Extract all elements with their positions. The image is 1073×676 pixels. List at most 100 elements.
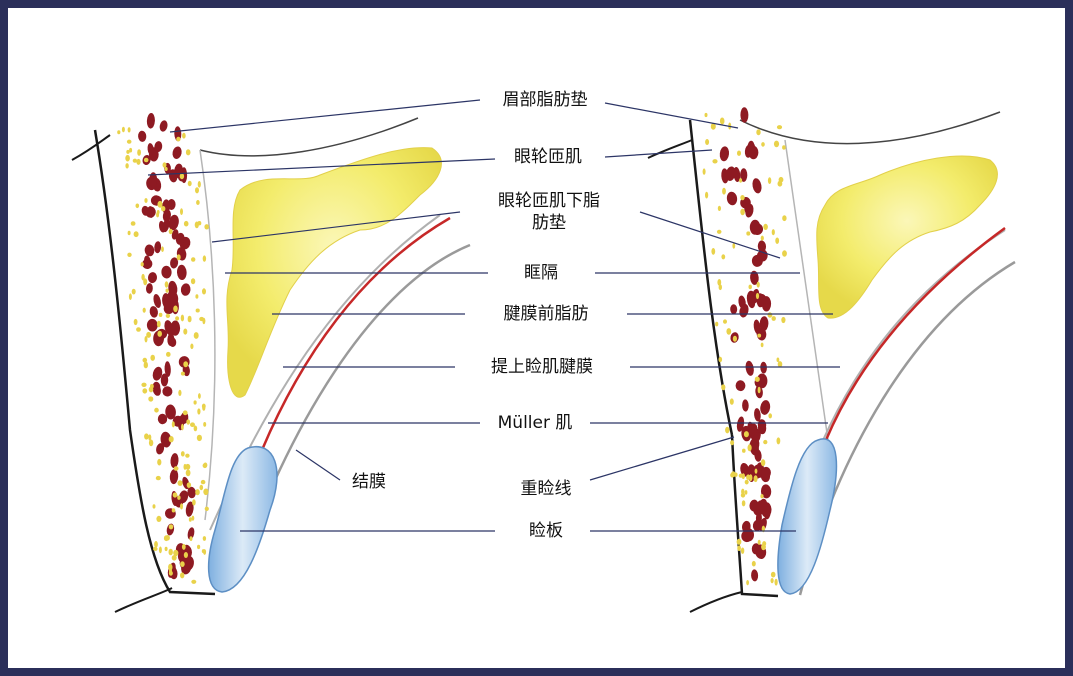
fat-dot	[154, 407, 159, 413]
muscle-fiber-dot	[164, 361, 171, 377]
muscle-fiber-dot	[747, 421, 755, 435]
fat-dot	[737, 150, 741, 156]
muscle-fiber-dot	[742, 399, 749, 412]
fat-dot	[162, 162, 167, 168]
muscle-fiber-dot	[741, 530, 753, 543]
fat-dot	[197, 221, 202, 226]
fat-dot	[204, 506, 209, 511]
fat-dot	[154, 541, 158, 548]
fat-dot	[131, 288, 136, 295]
leader-orbicularis-right	[604, 149, 713, 158]
fat-dot	[180, 503, 183, 510]
fat-dot	[754, 468, 758, 474]
fat-dot	[156, 320, 161, 328]
label-orbicularis-oculi: 眼轮匝肌	[514, 147, 582, 167]
fat-dot	[179, 173, 185, 180]
fat-dot	[755, 292, 760, 300]
fat-dot	[737, 545, 741, 552]
muscle-fiber-dot	[146, 318, 158, 332]
fat-dot	[168, 548, 173, 556]
muscle-fiber-dot	[157, 413, 168, 425]
fat-dot	[173, 305, 178, 313]
fat-dot	[202, 288, 206, 295]
leader-orbicularis-left	[147, 158, 496, 176]
muscle-fiber-dot	[759, 316, 769, 332]
fat-dot	[144, 198, 148, 203]
fat-dot	[740, 195, 745, 201]
fat-dot	[760, 494, 764, 499]
muscle-fiber-dot	[757, 240, 767, 253]
muscle-fiber-dot	[738, 295, 746, 309]
fat-dot	[186, 419, 191, 425]
muscle-fiber-dot	[759, 498, 768, 513]
muscle-fiber-dot	[159, 120, 168, 132]
fat-dot	[180, 561, 185, 567]
fat-dot	[717, 279, 722, 286]
fat-dot	[183, 220, 189, 227]
fat-dot	[143, 361, 148, 369]
left-orbital-septum	[199, 149, 216, 521]
fat-dot	[201, 403, 206, 409]
fat-dot	[776, 437, 781, 445]
muscle-fiber-dot	[756, 373, 768, 389]
fat-dot	[133, 318, 138, 326]
muscle-fiber-dot	[153, 294, 161, 308]
fat-dot	[176, 254, 181, 261]
muscle-fiber-dot	[160, 431, 172, 448]
fat-dot	[760, 342, 764, 348]
muscle-fiber-dot	[753, 432, 761, 443]
fat-dot	[180, 314, 185, 322]
fat-dot	[732, 335, 738, 342]
muscle-fiber-dot	[162, 295, 174, 310]
fat-dot	[133, 231, 139, 238]
fat-dot	[770, 571, 776, 578]
fat-dot	[191, 515, 195, 521]
fat-dot	[704, 112, 708, 118]
fat-dot	[198, 393, 201, 399]
muscle-fiber-dot	[760, 400, 771, 415]
fat-dot	[732, 242, 736, 249]
fat-dot	[767, 312, 773, 318]
muscle-fiber-dot	[144, 244, 155, 257]
muscle-fiber-dot	[721, 168, 729, 184]
fat-dot	[771, 229, 775, 236]
fat-dot	[188, 517, 192, 522]
fat-dot	[187, 180, 192, 187]
fat-dot	[117, 130, 121, 135]
fat-dot	[782, 215, 787, 222]
left-tarsal-plate	[207, 445, 278, 593]
fat-dot	[197, 544, 201, 550]
muscle-fiber-dot	[187, 486, 196, 499]
muscle-fiber-dot	[149, 172, 158, 188]
fat-dot	[749, 474, 753, 482]
muscle-fiber-dot	[165, 404, 176, 420]
label-suborbicularis-fat-line2: 肪垫	[532, 213, 566, 233]
fat-dot	[760, 235, 764, 241]
fat-dot	[722, 187, 726, 195]
muscle-fiber-dot	[170, 453, 179, 469]
fat-dot	[155, 475, 161, 481]
fat-dot	[202, 317, 206, 325]
fat-dot	[202, 463, 208, 469]
fat-dot	[142, 307, 146, 313]
left-skin-outline	[93, 129, 216, 596]
fat-dot	[193, 332, 199, 339]
fat-dot	[200, 479, 206, 485]
fat-dot	[142, 357, 148, 363]
muscle-fiber-dot	[156, 443, 165, 455]
muscle-fiber-dot	[145, 206, 156, 218]
muscle-fiber-dot	[735, 380, 746, 392]
fat-dot	[171, 555, 177, 561]
muscle-fiber-dot	[180, 412, 189, 424]
muscle-fiber-dot	[719, 146, 730, 162]
fat-dot	[187, 315, 192, 323]
fat-dot	[705, 191, 709, 199]
fat-dot	[711, 248, 716, 255]
fat-dot	[144, 336, 148, 343]
muscle-fiber-dot	[740, 107, 749, 123]
muscle-fiber-dot	[753, 464, 762, 479]
fat-dot	[746, 231, 751, 236]
right-tarsal-plate	[777, 438, 838, 595]
fat-dot	[760, 459, 766, 467]
fat-dot	[782, 145, 786, 150]
